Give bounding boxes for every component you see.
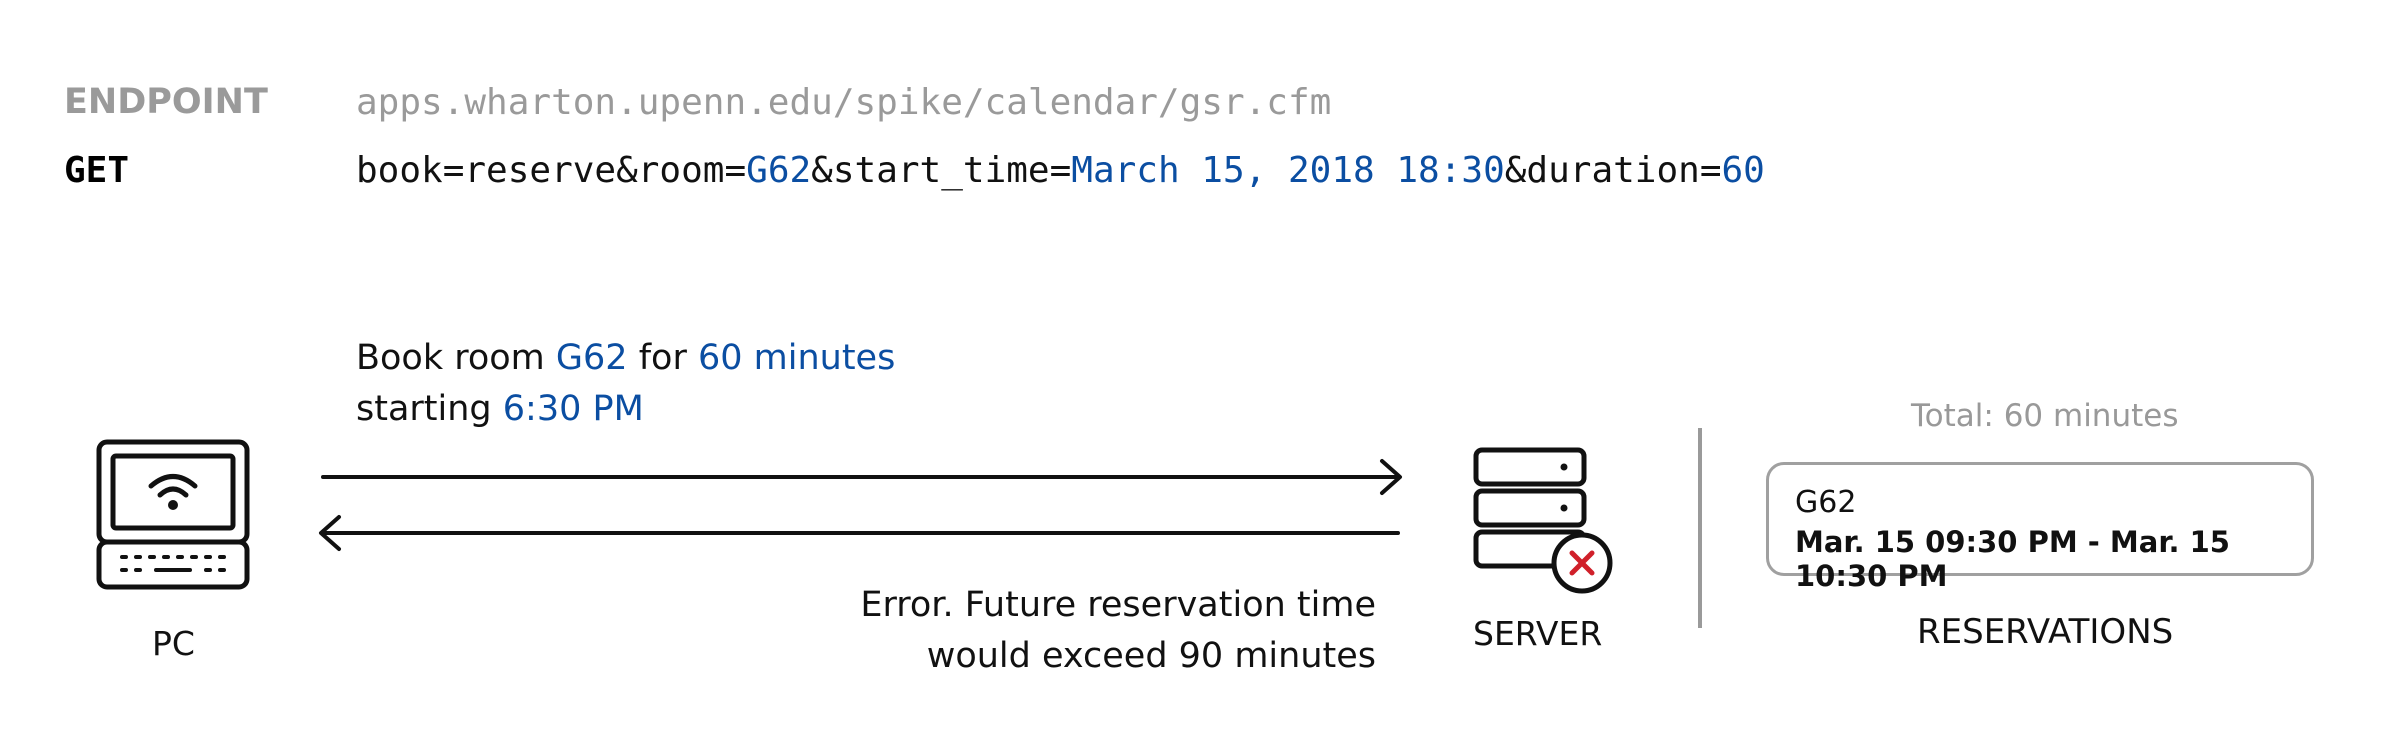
request-time: 6:30 PM (502, 389, 644, 429)
endpoint-label: ENDPOINT (64, 82, 268, 122)
response-message: Error. Future reservation time would exc… (860, 580, 1376, 682)
request-text: Book room (356, 338, 556, 378)
request-arrow (321, 459, 1402, 495)
query-part: book=reserve&room= (356, 150, 747, 191)
request-room: G62 (555, 338, 628, 378)
request-duration: 60 minutes (697, 338, 896, 378)
get-label: GET (64, 150, 130, 191)
query-part: &duration= (1504, 150, 1722, 191)
laptop-wifi-icon (96, 439, 250, 590)
query-start-time-value: March 15, 2018 18:30 (1071, 150, 1505, 191)
query-part: &start_time= (811, 150, 1072, 191)
reservation-room: G62 (1795, 485, 1857, 520)
reservations-caption: RESERVATIONS (1917, 612, 2174, 652)
pc-caption: PC (152, 624, 195, 663)
response-line-1: Error. Future reservation time (860, 585, 1376, 625)
reservation-time: Mar. 15 09:30 PM - Mar. 15 10:30 PM (1795, 525, 2230, 593)
reservations-total: Total: 60 minutes (1911, 398, 2179, 434)
reservation-card: G62 Mar. 15 09:30 PM - Mar. 15 10:30 PM (1766, 462, 2314, 593)
server-error-icon (1473, 447, 1613, 594)
response-line-2: would exceed 90 minutes (926, 636, 1376, 676)
query-string: book=reserve&room=G62&start_time=March 1… (356, 150, 1765, 191)
server-caption: SERVER (1473, 614, 1603, 653)
request-message: Book room G62 for 60 minutes starting 6:… (356, 333, 895, 435)
endpoint-url: apps.wharton.upenn.edu/spike/calendar/gs… (356, 82, 1332, 123)
query-room-value: G62 (746, 150, 812, 191)
request-text: starting (356, 389, 503, 429)
response-arrow (319, 515, 1400, 551)
divider (1698, 428, 1702, 628)
request-line-2: starting 6:30 PM (356, 384, 895, 435)
request-text: for (627, 338, 698, 378)
query-duration-value: 60 (1721, 150, 1765, 191)
request-line-1: Book room G62 for 60 minutes (356, 333, 895, 384)
